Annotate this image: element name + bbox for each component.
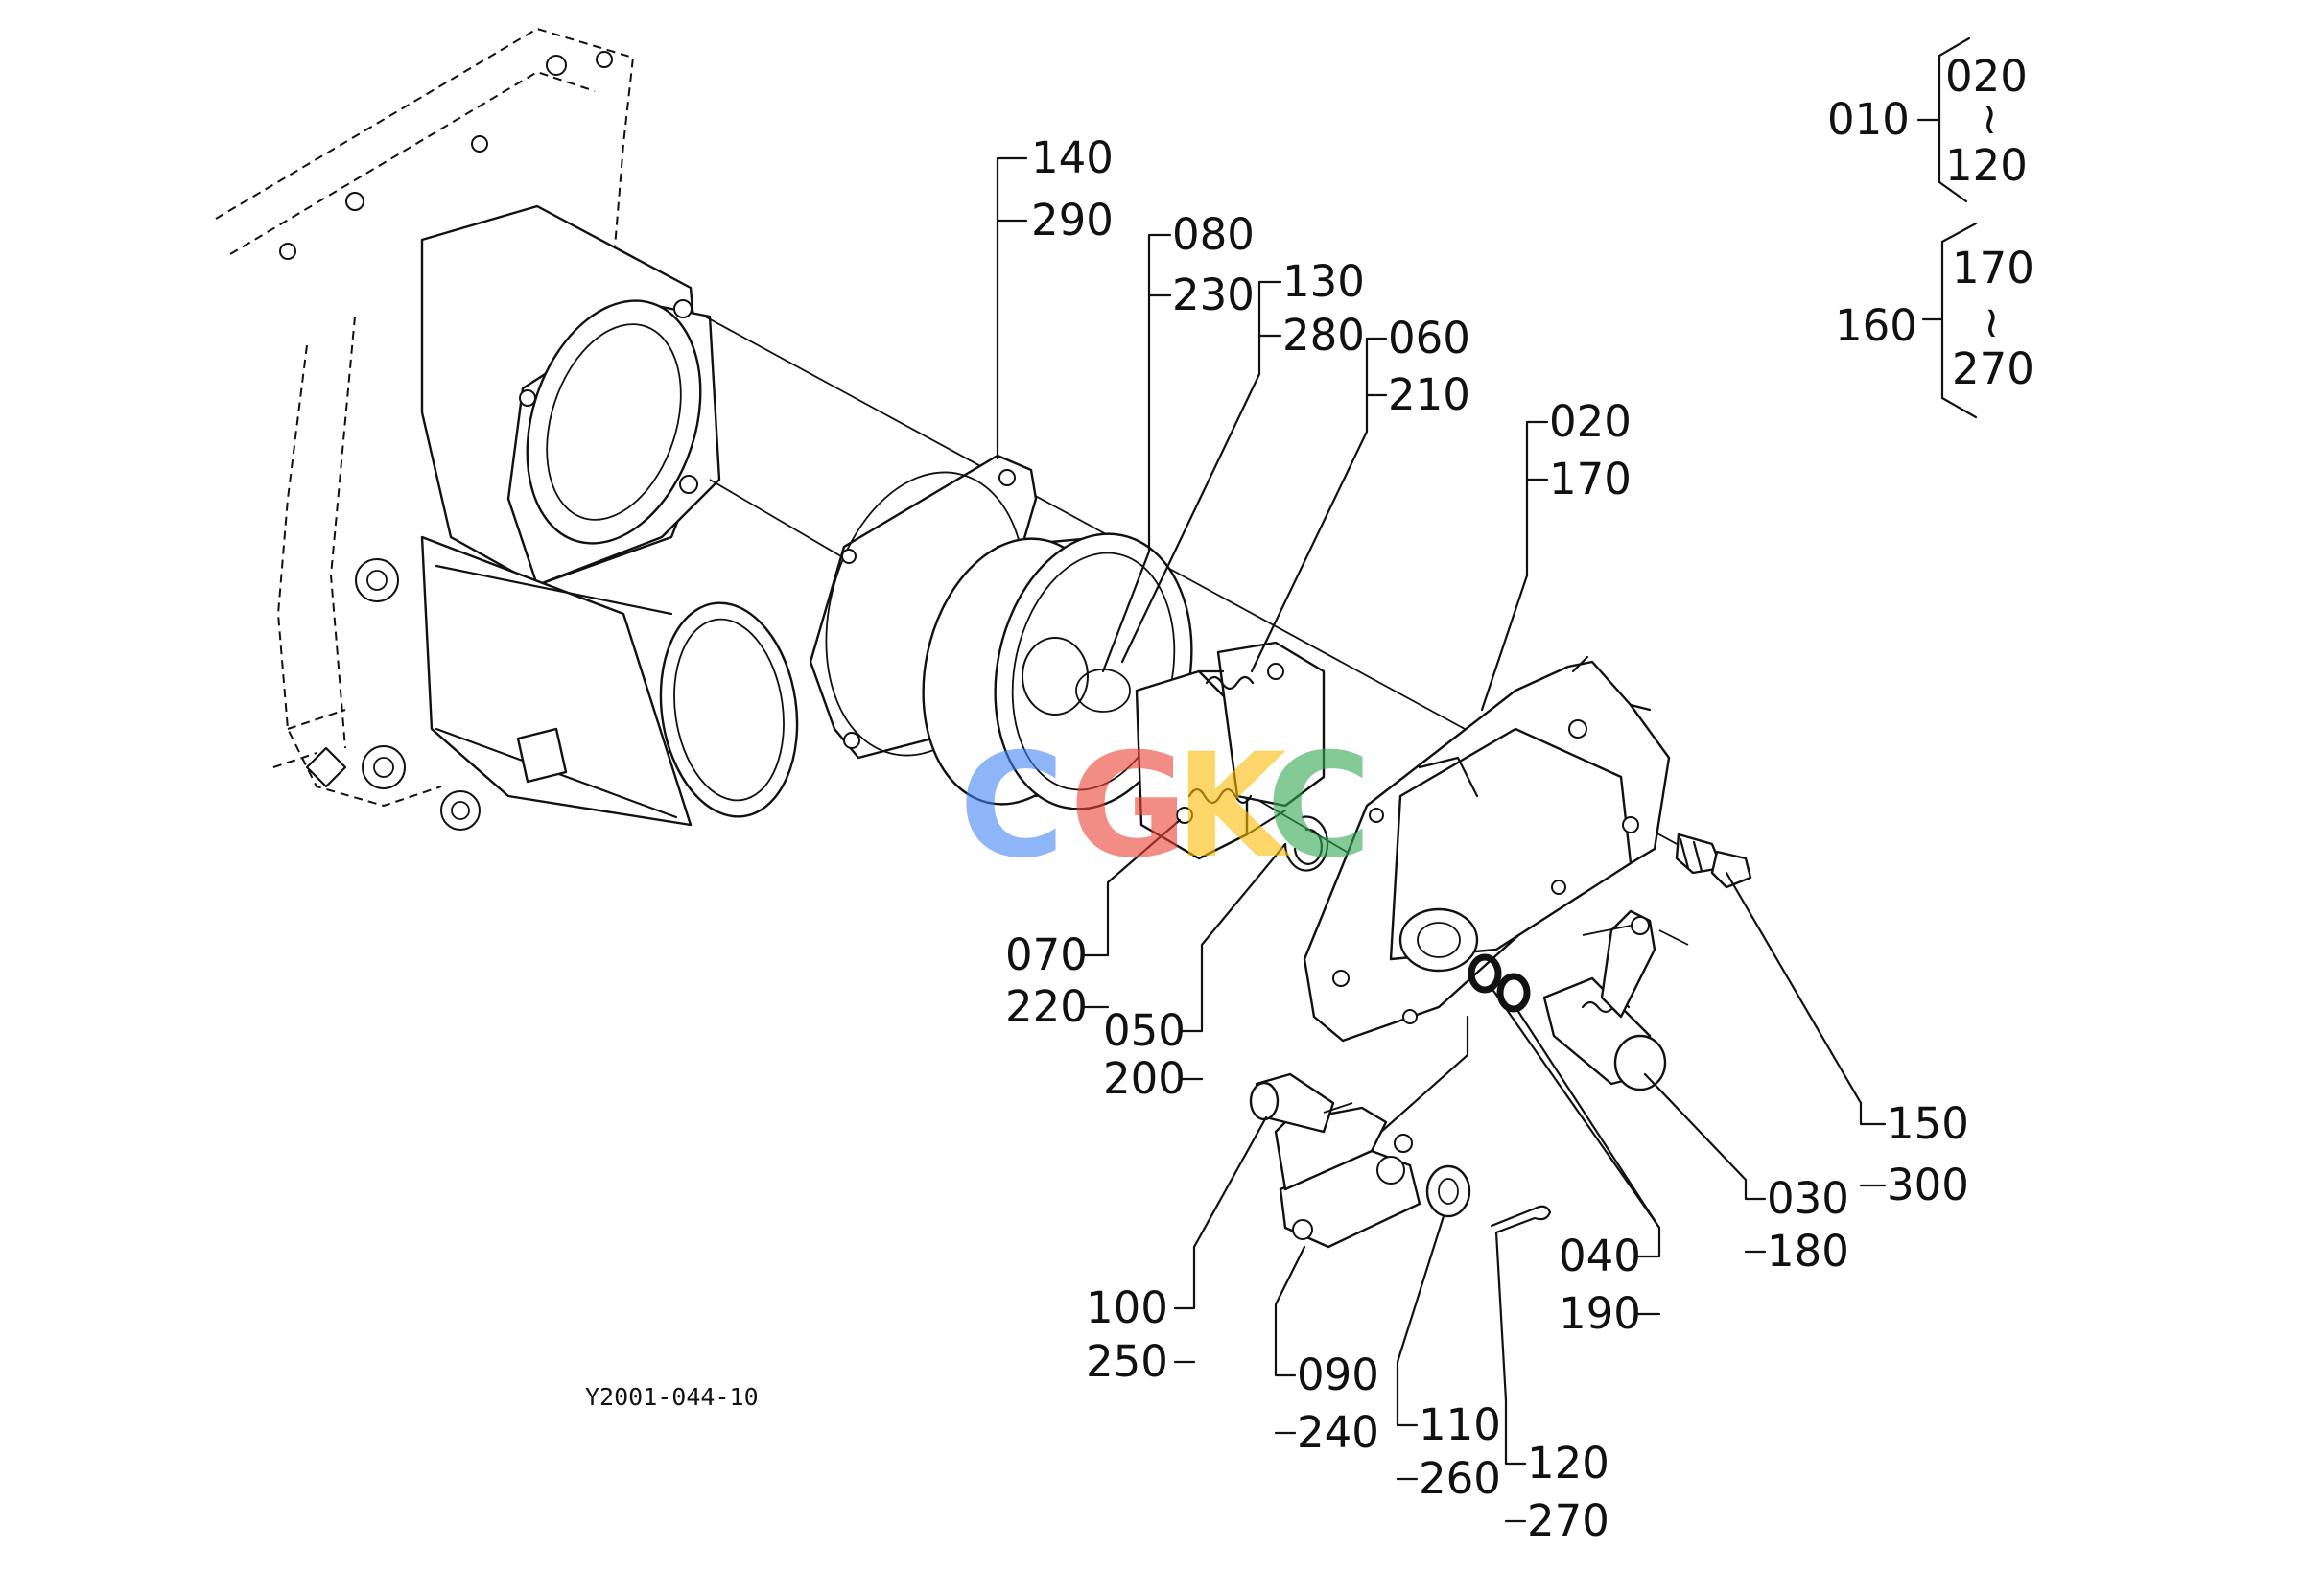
callout-140: 140	[1031, 132, 1114, 183]
callout-250: 250	[1086, 1336, 1168, 1387]
brake-drum-part	[922, 532, 1193, 810]
callout-050: 050	[1103, 1005, 1186, 1056]
legend-to-120: 120	[1945, 140, 2028, 191]
legend-range-mark-2: ~	[1967, 305, 2018, 341]
callout-labels: 140 290 080 230 130 280 060 210 020 170 …	[1005, 132, 1969, 1546]
callout-040: 040	[1559, 1231, 1641, 1281]
legend-from-170: 170	[1952, 243, 2034, 293]
callout-060: 060	[1388, 313, 1470, 364]
callout-230: 230	[1172, 270, 1255, 320]
callout-130: 130	[1282, 256, 1365, 307]
transmission-housing	[215, 27, 799, 831]
callout-150: 150	[1887, 1098, 1969, 1149]
clevis-assembly	[1249, 1072, 1421, 1249]
figure-id: Y2001-044-10	[585, 1383, 759, 1411]
callout-280: 280	[1282, 310, 1365, 361]
callout-100: 100	[1086, 1282, 1168, 1333]
legend-from-020: 020	[1945, 51, 2028, 102]
brake-lever-part	[1542, 909, 1689, 1091]
callout-220: 220	[1005, 981, 1088, 1032]
callout-190: 190	[1559, 1288, 1641, 1339]
callout-290: 290	[1031, 195, 1114, 246]
legend-to-270: 270	[1952, 343, 2034, 394]
callout-030: 030	[1767, 1173, 1849, 1224]
callout-210: 210	[1388, 369, 1470, 420]
snap-ring-part	[1283, 815, 1329, 872]
callout-180: 180	[1767, 1226, 1849, 1277]
callout-070: 070	[1005, 929, 1088, 980]
callout-170: 170	[1549, 454, 1632, 505]
cotter-pin-part	[1490, 1205, 1552, 1234]
callout-270: 270	[1527, 1495, 1609, 1546]
assembly-legend: 010 020 ~ 120 160 170 ~ 270	[1827, 36, 2034, 419]
leader-lines	[996, 156, 1887, 1523]
watermark-letter-k: K	[1175, 723, 1291, 890]
legend-parent-160: 160	[1835, 300, 1917, 351]
callout-110: 110	[1419, 1399, 1501, 1450]
callout-240: 240	[1297, 1407, 1379, 1458]
watermark-letter-g: G	[1069, 723, 1187, 890]
brake-cover-part	[1303, 655, 1671, 1043]
bolt-part	[1675, 833, 1752, 889]
washer-part	[1425, 1164, 1471, 1218]
callout-120: 120	[1527, 1438, 1609, 1489]
callout-200: 200	[1103, 1053, 1186, 1104]
callout-260: 260	[1419, 1453, 1501, 1504]
watermark-logo: C G K C	[959, 723, 1372, 890]
callout-090: 090	[1297, 1350, 1379, 1400]
callout-300: 300	[1887, 1160, 1969, 1210]
callout-080: 080	[1172, 209, 1255, 260]
brake-shoe-assembly	[1135, 641, 1326, 860]
legend-range-mark-1: ~	[1965, 102, 2016, 138]
o-ring-parts	[1468, 953, 1531, 1013]
legend-parent-010: 010	[1827, 94, 1910, 145]
callout-020: 020	[1549, 396, 1632, 447]
watermark-letter-c2: C	[1266, 723, 1372, 890]
watermark-letter-c: C	[959, 723, 1065, 890]
